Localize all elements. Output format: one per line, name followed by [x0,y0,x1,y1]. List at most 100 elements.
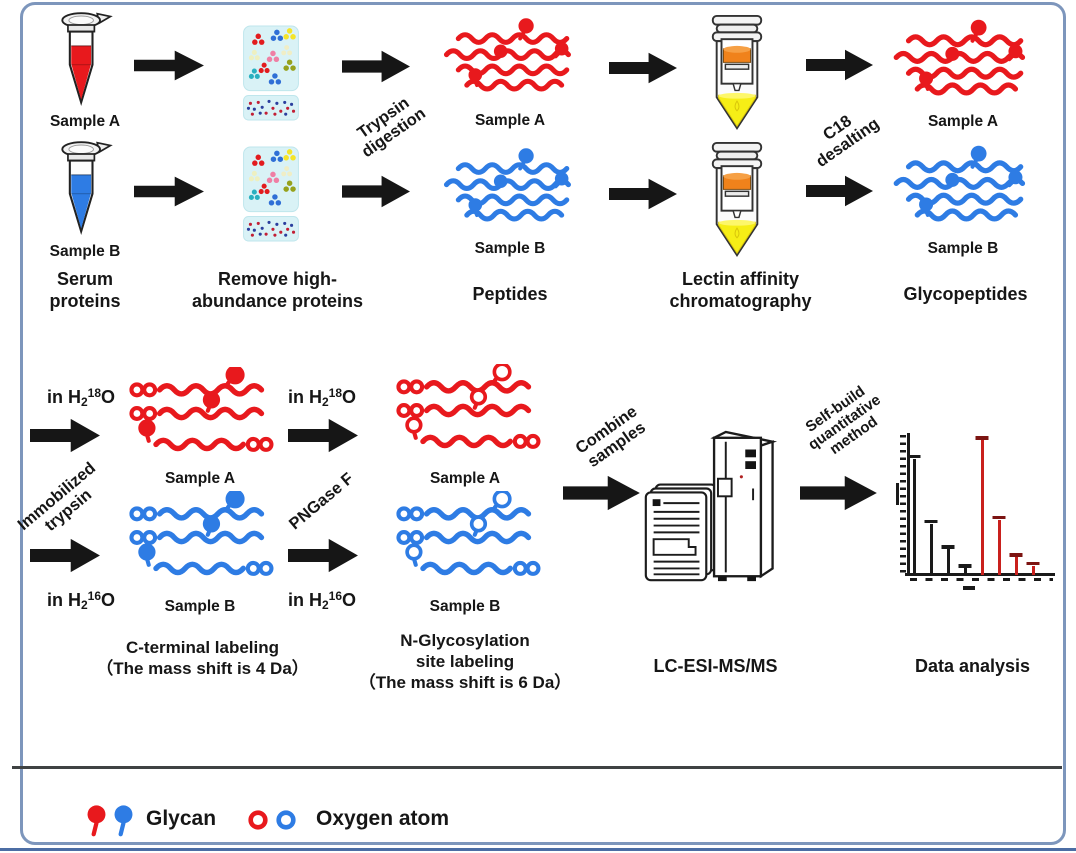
cterm-caption-line2: （The mass shift is 4 Da） [96,659,309,679]
peptides-caption: Peptides [472,284,548,304]
figure-bottom-rule [0,848,1076,851]
arrow-lectin-to-glyco-b [806,174,874,208]
legend-oxygen-red-icon [247,809,269,831]
spectrum-peak-label [1026,561,1040,566]
arrow-lectin-to-glyco-a [806,48,874,82]
arrow-pngase-top [288,417,359,454]
nglyc-caption-line1: N-Glycosylation [400,631,530,650]
spectrum-x-axis-title [963,586,975,590]
h216o-post: O [101,590,116,610]
cterm-cluster-b [126,491,276,584]
h218o-sup-2: 18 [328,386,343,400]
h218o-post: O [101,387,116,407]
h216o-sub-2: 2 [321,598,329,612]
h216o-pre-2: in H [287,590,322,610]
spectrum-peak [924,519,938,575]
serum-caption-line1: Serum [56,269,114,289]
spectrum-peak-label [992,515,1006,520]
reagent-h218o-label-1: in H218O [22,386,140,409]
legend-oxygen-label: Oxygen atom [316,807,450,830]
cterm-caption: C-terminal labeling （The mass shift is 4… [55,637,350,679]
reagent-h218o-label-2: in H218O [263,386,381,409]
spectrum-peak-label [907,454,921,459]
legend-glycan-label: Glycan [146,807,217,830]
spectrum-peak [1026,561,1040,575]
arrow-deplete-to-peptides-a [342,49,411,84]
lectin-caption-line2: chromatography [669,291,812,312]
nglyc-cluster-b [393,491,543,584]
spectrum-peak [975,436,989,575]
arrow-serum-to-deplete-a [134,49,205,82]
arrow-combine [563,474,641,512]
reagent-h216o-label-1: in H216O [22,589,140,612]
arrow-pngase-bottom [288,537,359,574]
spectrum-peak [1009,553,1023,575]
deplete-caption: Remove high- abundance proteins [150,268,405,313]
legend-oxygen-blue-icon [275,809,297,831]
sample-b-tube [50,138,118,238]
peptides-sample-b-label: Sample B [474,240,546,257]
reagent-h216o-label-2: in H216O [263,589,381,612]
arrow-immobilized-top [30,417,101,454]
peptides-cluster-a [438,16,582,106]
arrow-peptides-to-lectin-b [609,177,678,211]
deplete-caption-line2: abundance proteins [191,291,364,312]
spectrum-y-axis-title [896,483,899,505]
h218o-sub: 2 [80,395,88,409]
spectrum-peak-label [941,545,955,549]
spectrum-peak-label [1009,553,1023,557]
spectrum-x-axis-tick-labels [910,578,1053,581]
spectrum-y-axis-ticks [900,435,906,573]
lectin-caption-line1: Lectin affinity [681,269,799,289]
spectrum-peak [992,515,1006,575]
data-analysis-caption: Data analysis [914,656,1031,676]
legend-glycan-blue-icon [111,804,136,838]
sample-b-tube-label: Sample B [49,243,121,260]
cterm-sample-a-label: Sample A [164,470,236,487]
legend-divider-line [12,766,1062,769]
h216o-sub: 2 [80,598,88,612]
arrow-serum-to-deplete-b [134,175,205,208]
spectrum-peak [958,564,972,575]
h218o-pre-2: in H [287,387,322,407]
serum-proteins-caption: Serum proteins [15,268,155,313]
nglyc-caption: N-Glycosylation site labeling （The mass … [310,630,620,693]
depletion-vials-b [242,146,300,242]
cterm-sample-b-label: Sample B [164,598,236,615]
glycopeptides-caption: Glycopeptides [903,284,1028,304]
nglyc-sample-a-label: Sample A [429,470,501,487]
cterm-caption-line1: C-terminal labeling [125,638,280,657]
h218o-pre: in H [46,387,81,407]
arrow-immobilized-bottom [30,537,101,574]
arrow-deplete-to-peptides-b [342,174,411,209]
lc-ms-instrument [643,430,791,586]
h218o-sup: 18 [87,386,102,400]
peptides-cluster-b [438,146,582,236]
h218o-post-2: O [342,387,357,407]
peptides-sample-a-label: Sample A [474,112,546,129]
h216o-pre: in H [46,590,81,610]
deplete-caption-line1: Remove high- [217,269,337,289]
legend-glycan-red-icon [84,804,109,838]
depletion-vials-a [242,25,300,121]
spectrum-chart [893,425,1065,600]
h218o-sub-2: 2 [321,395,329,409]
ms-caption: LC-ESI-MS/MS [653,656,778,676]
nglyc-cluster-a [393,364,543,457]
h216o-sup-2: 16 [328,589,343,603]
h216o-post-2: O [342,590,357,610]
sample-a-tube-label: Sample A [49,113,121,130]
spectrum-peak-label [924,519,938,524]
glycopeptides-sample-b-label: Sample B [927,240,999,257]
spectrum-x-axis [905,573,1055,576]
h216o-sup: 16 [87,589,102,603]
spectrum-peak-label [975,436,989,440]
lectin-column-b [705,141,769,261]
sample-a-tube [50,9,118,109]
cterm-cluster-a [126,367,276,460]
lectin-caption: Lectin affinity chromatography [638,268,843,313]
spectrum-peak [907,454,921,575]
nglyc-caption-line2: site labeling [415,652,515,672]
glycopeptides-sample-a-label: Sample A [927,113,999,130]
spectrum-peak-label [958,564,972,568]
